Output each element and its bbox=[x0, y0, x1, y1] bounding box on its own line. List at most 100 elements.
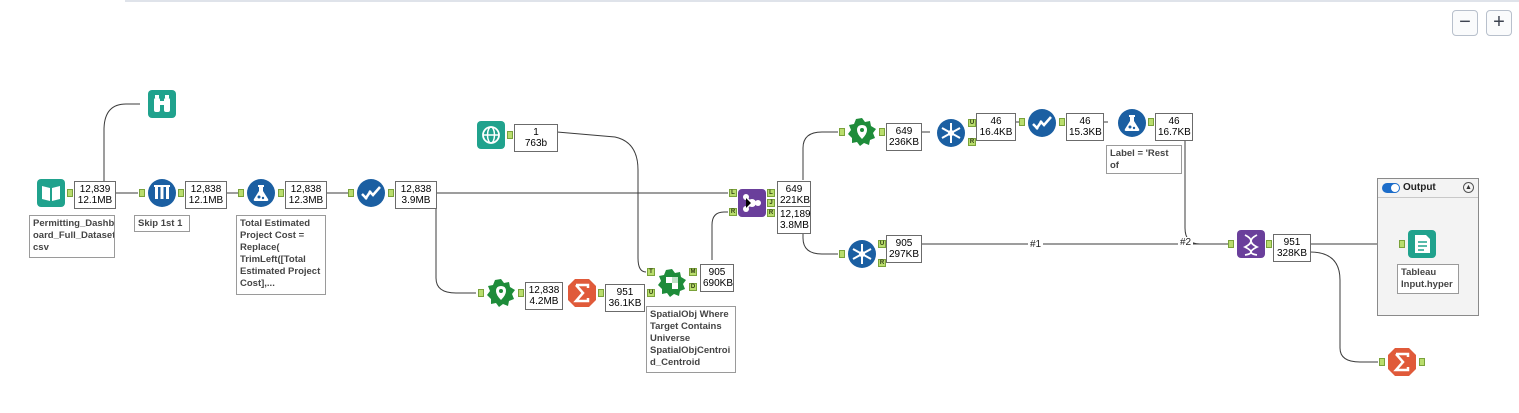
connection-label: #1 bbox=[1028, 239, 1044, 250]
formula-flask-icon[interactable] bbox=[246, 178, 276, 208]
collapse-container-button[interactable]: ▲ bbox=[1463, 182, 1474, 193]
union-dna-icon[interactable] bbox=[1236, 229, 1266, 259]
wire bbox=[802, 131, 838, 180]
record-count: 12,839 bbox=[79, 184, 111, 195]
spatial-match-puzzle-icon[interactable] bbox=[657, 268, 687, 298]
anchor-d[interactable]: D bbox=[689, 283, 697, 291]
browse-tool-binoculars-icon[interactable] bbox=[147, 89, 177, 119]
input-anchor[interactable] bbox=[839, 250, 845, 258]
data-size: 763b bbox=[524, 138, 548, 149]
output-anchor[interactable] bbox=[278, 189, 284, 197]
output-anchor[interactable] bbox=[507, 131, 513, 139]
wire bbox=[1309, 251, 1378, 363]
data-size: 12.1MB bbox=[188, 195, 224, 206]
tool-annotation: SpatialObj Where Target Contains Univers… bbox=[646, 306, 736, 373]
output-anchor[interactable] bbox=[67, 189, 73, 197]
anchor-u[interactable]: U bbox=[647, 289, 655, 297]
data-size: 221KB bbox=[780, 195, 811, 206]
record-count: 12,189 bbox=[780, 209, 811, 220]
output-anchor[interactable] bbox=[1266, 240, 1272, 248]
data-size: 12.1MB bbox=[77, 195, 113, 206]
output-anchor[interactable] bbox=[388, 189, 394, 197]
output-anchor[interactable] bbox=[598, 289, 604, 297]
anchor-t[interactable]: T bbox=[647, 268, 655, 276]
zoom-out-button[interactable]: − bbox=[1452, 10, 1478, 36]
spatial-info-snowflake-icon[interactable] bbox=[936, 118, 966, 148]
output-anchor[interactable] bbox=[1059, 118, 1065, 126]
input-anchor[interactable] bbox=[139, 189, 145, 197]
input-data-book-icon[interactable] bbox=[36, 178, 66, 208]
input-anchor[interactable] bbox=[478, 289, 484, 297]
wire bbox=[556, 131, 647, 273]
connection-label: #2 bbox=[1178, 237, 1194, 248]
data-size: 297KB bbox=[889, 249, 920, 260]
anchor-r[interactable]: R bbox=[878, 259, 886, 267]
wire bbox=[711, 211, 728, 260]
input-anchor[interactable] bbox=[1379, 358, 1385, 366]
create-points-pin-icon[interactable] bbox=[847, 117, 877, 147]
container-header: Output ▲ bbox=[1378, 179, 1478, 198]
record-count: 649 bbox=[895, 126, 913, 137]
anchor-r[interactable]: R bbox=[767, 209, 775, 217]
filter-check-icon[interactable] bbox=[356, 178, 386, 208]
output-anchor[interactable] bbox=[879, 128, 885, 136]
anchor-u[interactable]: U bbox=[968, 119, 976, 127]
anchor-r[interactable]: R bbox=[729, 208, 737, 216]
output-data-document-icon[interactable] bbox=[1407, 229, 1437, 259]
input-anchor[interactable] bbox=[839, 128, 845, 136]
data-size: 328KB bbox=[1276, 248, 1308, 259]
spatial-info-snowflake-icon[interactable] bbox=[847, 239, 877, 269]
filter-check-icon[interactable] bbox=[1027, 108, 1057, 138]
wire bbox=[802, 228, 838, 255]
tool-annotation: Label = 'Rest of World' bbox=[1106, 145, 1182, 174]
input-anchor[interactable] bbox=[348, 189, 354, 197]
summarize-sigma-icon[interactable] bbox=[1387, 347, 1417, 377]
summarize-sigma-icon[interactable] bbox=[567, 278, 597, 308]
output-anchor[interactable] bbox=[1419, 358, 1425, 366]
input-anchor[interactable] bbox=[1399, 240, 1405, 248]
anchor-r[interactable]: R bbox=[968, 138, 976, 146]
data-size: 12.3MB bbox=[288, 195, 324, 206]
record-count: 12,838 bbox=[528, 285, 560, 296]
input-anchor[interactable] bbox=[1019, 118, 1025, 126]
join-icon[interactable] bbox=[737, 188, 767, 218]
data-size: 236KB bbox=[889, 137, 920, 148]
record-count: 12,838 bbox=[190, 184, 222, 195]
create-points-pin-icon[interactable] bbox=[486, 278, 516, 308]
output-anchor[interactable] bbox=[1148, 118, 1154, 126]
input-anchor[interactable] bbox=[1228, 240, 1234, 248]
anchor-u[interactable]: U bbox=[878, 240, 886, 248]
anchor-l[interactable]: L bbox=[729, 189, 737, 197]
input-anchor[interactable] bbox=[238, 189, 244, 197]
data-size: 4.2MB bbox=[529, 296, 559, 307]
container-enable-toggle[interactable] bbox=[1382, 183, 1400, 193]
anchor-j[interactable]: J bbox=[767, 199, 775, 207]
tool-annotation: Skip 1st 1 bbox=[134, 215, 190, 232]
output-anchor[interactable] bbox=[518, 289, 524, 297]
input-data-globe-icon[interactable] bbox=[476, 120, 506, 150]
zoom-in-button[interactable]: + bbox=[1486, 10, 1512, 36]
record-count: 46 bbox=[1168, 116, 1180, 127]
output-anchor[interactable] bbox=[178, 189, 184, 197]
formula-flask-icon[interactable] bbox=[1117, 108, 1147, 138]
anchor-m[interactable]: M bbox=[689, 268, 697, 276]
record-count: 1 bbox=[533, 127, 539, 138]
data-size: 3.8MB bbox=[780, 220, 809, 231]
select-tool-icon[interactable] bbox=[147, 178, 177, 208]
data-size: 15.3KB bbox=[1069, 127, 1102, 138]
anchor-l[interactable]: L bbox=[767, 189, 775, 197]
